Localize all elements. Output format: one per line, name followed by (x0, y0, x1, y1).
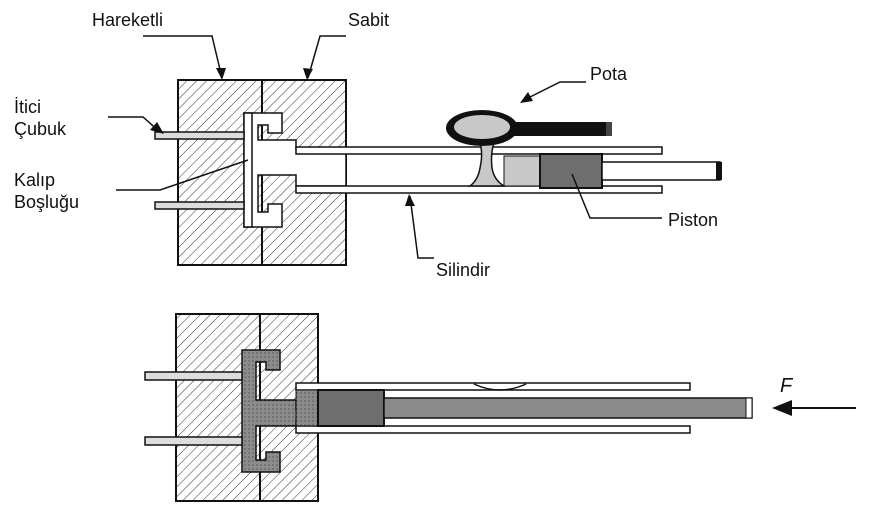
shot-cylinder-wall-bottom (295, 185, 663, 194)
label-piston: Piston (668, 210, 719, 230)
label-kalip: Kalıp (14, 170, 56, 190)
label-pota: Pota (590, 64, 628, 84)
label-itici: İtici (14, 97, 41, 117)
shot-cylinder-wall-top (295, 146, 663, 155)
ladle (446, 110, 612, 146)
leader-kalip (116, 159, 249, 191)
label-silindir: Silindir (436, 260, 491, 280)
shot-cylinder-wall-bottom (295, 425, 691, 434)
ejector-pin (154, 201, 245, 210)
label-force: F (780, 375, 793, 397)
ejector-pin (144, 436, 243, 446)
piston-rod (601, 161, 721, 181)
ejector-pin (154, 131, 245, 140)
piston (317, 389, 385, 427)
piston (539, 153, 603, 189)
leader-piston (571, 173, 662, 219)
top-stage (108, 35, 722, 266)
leader-hareketli (143, 35, 223, 79)
leader-pota (527, 81, 586, 99)
label-sabit: Sabit (348, 10, 390, 30)
molten-metal-stream (467, 137, 507, 187)
leader-sabit (307, 35, 346, 79)
label-boslugu: Boşluğu (14, 192, 80, 212)
label-hareketli: Hareketli (92, 10, 164, 30)
piston-rod (383, 397, 753, 419)
label-cubuk: Çubuk (14, 119, 67, 139)
leader-silindir (409, 195, 434, 259)
bottom-stage (144, 313, 856, 502)
ejector-pin (144, 371, 243, 381)
